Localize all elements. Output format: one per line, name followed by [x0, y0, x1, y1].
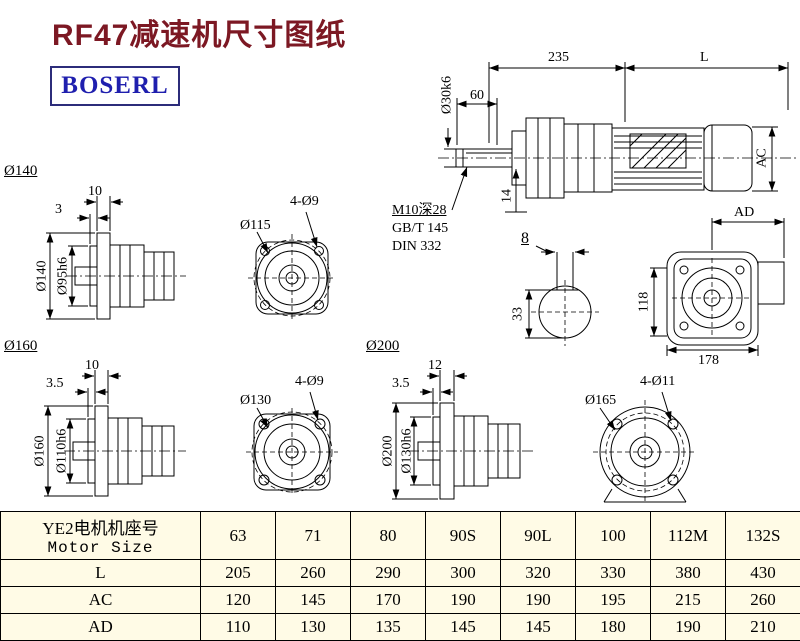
- flange160-dim-10: 10: [85, 358, 99, 373]
- flange140-holes: 4-Ø9: [290, 194, 319, 209]
- flange200-side-view: [392, 370, 534, 500]
- table-cell: 190: [500, 586, 576, 614]
- flange140-bolt-circle: Ø115: [240, 218, 271, 233]
- table-cell: 120: [200, 586, 276, 614]
- dim-label-14: 14: [499, 189, 515, 203]
- table-cell: 170: [350, 586, 426, 614]
- dim-label-L: L: [700, 50, 709, 65]
- table-cell: 215: [650, 586, 726, 614]
- flange200-title: Ø200: [366, 338, 400, 354]
- table-cell: 190: [650, 613, 726, 641]
- flange160-front-view: [246, 391, 338, 496]
- dim-label-8: 8: [521, 230, 529, 247]
- dim-label-33: 33: [510, 307, 526, 321]
- dim-label-118: 118: [636, 291, 652, 313]
- table-cell: 145: [500, 613, 576, 641]
- table-cell: 112M: [650, 511, 726, 560]
- dim-label-shaft-dia: Ø30k6: [439, 75, 455, 115]
- table-cell: 90L: [500, 511, 576, 560]
- flange160-side-view: [44, 370, 186, 497]
- flange160-bolt-circle: Ø130: [240, 393, 272, 408]
- dim-label-235: 235: [548, 50, 569, 65]
- table-cell: 71: [275, 511, 351, 560]
- table-cell: 180: [575, 613, 651, 641]
- table-cell: 195: [575, 586, 651, 614]
- table-cell: 210: [725, 613, 800, 641]
- flange200-front-view: [593, 391, 697, 504]
- table-row-AD: AD 110 130 135 145 145 180 190 210: [0, 613, 800, 641]
- flange140-side-view: [46, 196, 186, 320]
- row-label: L: [0, 559, 201, 587]
- flange200-holes: 4-Ø11: [640, 374, 676, 389]
- row-label: AD: [0, 613, 201, 641]
- dim-label-178: 178: [698, 353, 719, 368]
- table-cell: 135: [350, 613, 426, 641]
- flange160-dim-od: Ø160: [32, 435, 48, 467]
- table-cell: 145: [425, 613, 501, 641]
- main-side-view: [438, 117, 798, 199]
- row-label: AC: [0, 586, 201, 614]
- flange200-dim-3-5: 3.5: [392, 376, 410, 391]
- note-thread: M10深28: [392, 203, 447, 218]
- dim-label-AC: AC: [754, 148, 770, 168]
- page-title: RF47减速机尺寸图纸: [52, 19, 347, 52]
- table-cell: 110: [200, 613, 276, 641]
- note-gb-standard: GB/T 145: [392, 221, 449, 236]
- rear-view: [650, 218, 785, 356]
- motor-size-header-cn: YE2电机机座号: [42, 519, 159, 538]
- dim-label-60: 60: [470, 88, 484, 103]
- table-cell: 380: [650, 559, 726, 587]
- table-cell: 132S: [725, 511, 800, 560]
- motor-size-header-en: Motor Size: [47, 539, 154, 557]
- table-row-L: L 205 260 290 300 320 330 380 430: [0, 559, 800, 587]
- flange160-dim-3-5: 3.5: [46, 376, 64, 391]
- table-cell: 100: [575, 511, 651, 560]
- table-cell: 330: [575, 559, 651, 587]
- table-cell: 145: [275, 586, 351, 614]
- flange140-front-view: [248, 211, 336, 322]
- table-cell: 63: [200, 511, 276, 560]
- note-din-standard: DIN 332: [392, 239, 442, 254]
- flange200-bolt-circle: Ø165: [585, 393, 617, 408]
- flange160-dim-pilot: Ø110h6: [54, 428, 70, 474]
- table-cell: 430: [725, 559, 800, 587]
- table-cell: 300: [425, 559, 501, 587]
- flange160-title: Ø160: [4, 338, 38, 354]
- flange140-dim-3: 3: [55, 202, 62, 217]
- flange140-dim-pilot: Ø95h6: [55, 256, 71, 296]
- motor-size-header: YE2电机机座号 Motor Size: [0, 511, 201, 560]
- dimension-table: YE2电机机座号 Motor Size 63 71 80 90S 90L 100…: [0, 511, 800, 641]
- logo-text: BOSERL: [61, 72, 169, 99]
- table-cell: 260: [725, 586, 800, 614]
- flange140-title: Ø140: [4, 163, 38, 179]
- dim-label-AD: AD: [734, 205, 755, 220]
- table-cell: 90S: [425, 511, 501, 560]
- shaft-section-view: [525, 245, 599, 346]
- table-cell: 190: [425, 586, 501, 614]
- table-cell: 130: [275, 613, 351, 641]
- flange140-dim-od: Ø140: [34, 260, 50, 292]
- flange200-dim-pilot: Ø130h6: [399, 428, 415, 474]
- table-cell: 80: [350, 511, 426, 560]
- line-art: [44, 62, 798, 504]
- table-row-motor-size: YE2电机机座号 Motor Size 63 71 80 90S 90L 100…: [0, 511, 800, 560]
- flange200-dim-od: Ø200: [380, 435, 396, 467]
- table-cell: 205: [200, 559, 276, 587]
- boserl-logo: BOSERL: [50, 66, 180, 106]
- flange140-dim-10: 10: [88, 184, 102, 199]
- table-cell: 320: [500, 559, 576, 587]
- flange160-holes: 4-Ø9: [295, 374, 324, 389]
- flange200-dim-12: 12: [428, 358, 442, 373]
- table-row-AC: AC 120 145 170 190 190 195 215 260: [0, 586, 800, 614]
- table-cell: 290: [350, 559, 426, 587]
- table-cell: 260: [275, 559, 351, 587]
- main-dimensions: [444, 62, 789, 213]
